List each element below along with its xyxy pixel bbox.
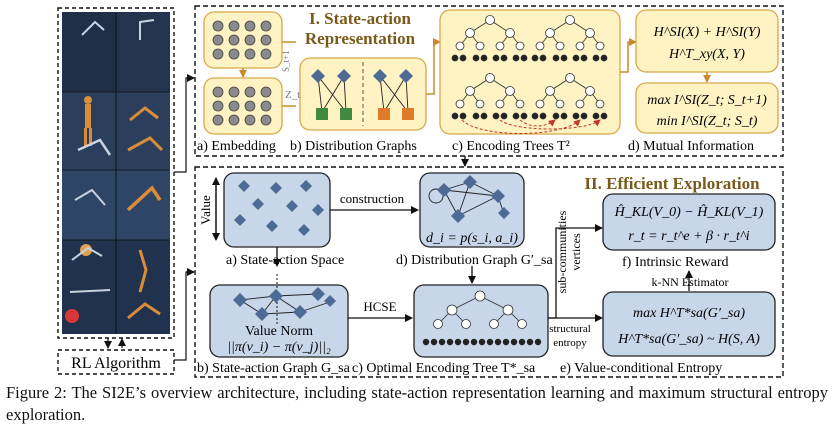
structural-label: structural xyxy=(549,323,591,335)
distribution-graph-block: d_i = p(s_i, a_i) xyxy=(419,172,525,248)
mi-formula-3: max I^SI(Z_t; S_t+1) xyxy=(647,93,767,108)
vertices-label: vertices xyxy=(569,233,583,271)
section2-title: II. Efficient Exploration xyxy=(584,174,760,193)
reward-formula-1: Ĥ_KL(V_0) − Ĥ_KL(V_1) xyxy=(614,203,764,220)
encoding-trees-block xyxy=(439,9,621,135)
section1-label-a: a) Embedding xyxy=(197,139,276,154)
state-action-space-block xyxy=(223,172,331,248)
reward-formula-2: r_t = r_t^e + β · r_t^i xyxy=(628,229,749,244)
section2-label-d: d) Distribution Graph G′_sa xyxy=(396,253,553,268)
distribution-graphs-block xyxy=(299,57,427,131)
entropy-label: entropy xyxy=(553,337,587,349)
section1-title-line1: I. State-action xyxy=(309,9,412,28)
construction-label: construction xyxy=(340,191,405,206)
entropy-formula-1: max H^T*sa(G′_sa) xyxy=(633,306,745,321)
side-label-next-state: S_t+1 xyxy=(281,50,291,72)
section2-label-b: b) State-action Graph G_sa xyxy=(197,361,351,376)
section-exploration xyxy=(194,166,784,378)
embedding-block: S_t+1 Z_t xyxy=(203,11,300,135)
value-conditional-entropy-block: max H^T*sa(G′_sa) H^T*sa(G′_sa) ~ H(S, A… xyxy=(602,291,776,357)
entropy-formula-2: H^T*sa(G′_sa) ~ H(S, A) xyxy=(617,332,760,347)
rl-algorithm-label: RL Algorithm xyxy=(71,355,161,372)
section2-label-e: e) Value-conditional Entropy xyxy=(560,361,722,376)
rl-algorithm-box xyxy=(57,349,175,375)
section1-label-c: c) Encoding Trees T² xyxy=(452,139,570,154)
intrinsic-reward-block: Ĥ_KL(V_0) − Ĥ_KL(V_1) r_t = r_t^e + β · … xyxy=(602,193,776,251)
mi-formula-2: H^T_xy(X, Y) xyxy=(668,47,745,62)
caption-text: Figure 2: The SI2E’s overview architectu… xyxy=(6,383,828,424)
side-label-latent: Z_t xyxy=(285,89,300,101)
section-representation xyxy=(194,5,784,157)
section1-title-line2: Representation xyxy=(305,29,416,48)
environment-panel xyxy=(57,7,175,339)
figure-caption: Figure 2: The SI2E’s overview architectu… xyxy=(6,382,828,426)
optimal-encoding-tree-block xyxy=(413,284,549,358)
state-action-graph-block: Value Norm ||π(v_i) − π(v_j)||₂ xyxy=(209,274,349,358)
value-norm-label: Value Norm xyxy=(245,324,313,339)
density-formula: d_i = p(s_i, a_i) xyxy=(426,231,518,246)
section2-label-c: c) Optimal Encoding Tree T*_sa xyxy=(352,361,536,376)
mi-formula-4: min I^SI(Z_t; S_t) xyxy=(657,114,758,129)
value-norm-formula: ||π(v_i) − π(v_j)||₂ xyxy=(227,340,331,355)
architecture-figure: RL Algorithm S_t+1 Z_t I. State-action R… xyxy=(57,5,784,378)
section2-label-f: f) Intrinsic Reward xyxy=(622,255,729,270)
mutual-information-block: H^SI(X) + H^SI(Y) H^T_xy(X, Y) max I^SI(… xyxy=(635,9,779,134)
hcse-label: HCSE xyxy=(363,299,396,314)
mi-formula-1: H^SI(X) + H^SI(Y) xyxy=(653,25,761,40)
value-axis-label: Value xyxy=(198,195,213,225)
section2-label-a: a) State-action Space xyxy=(226,253,344,268)
section1-label-b: b) Distribution Graphs xyxy=(290,139,417,154)
sub-communities-label: sub-communities xyxy=(555,210,569,293)
section1-label-d: d) Mutual Information xyxy=(628,139,754,154)
knn-label: k-NN Estimator xyxy=(652,275,729,289)
